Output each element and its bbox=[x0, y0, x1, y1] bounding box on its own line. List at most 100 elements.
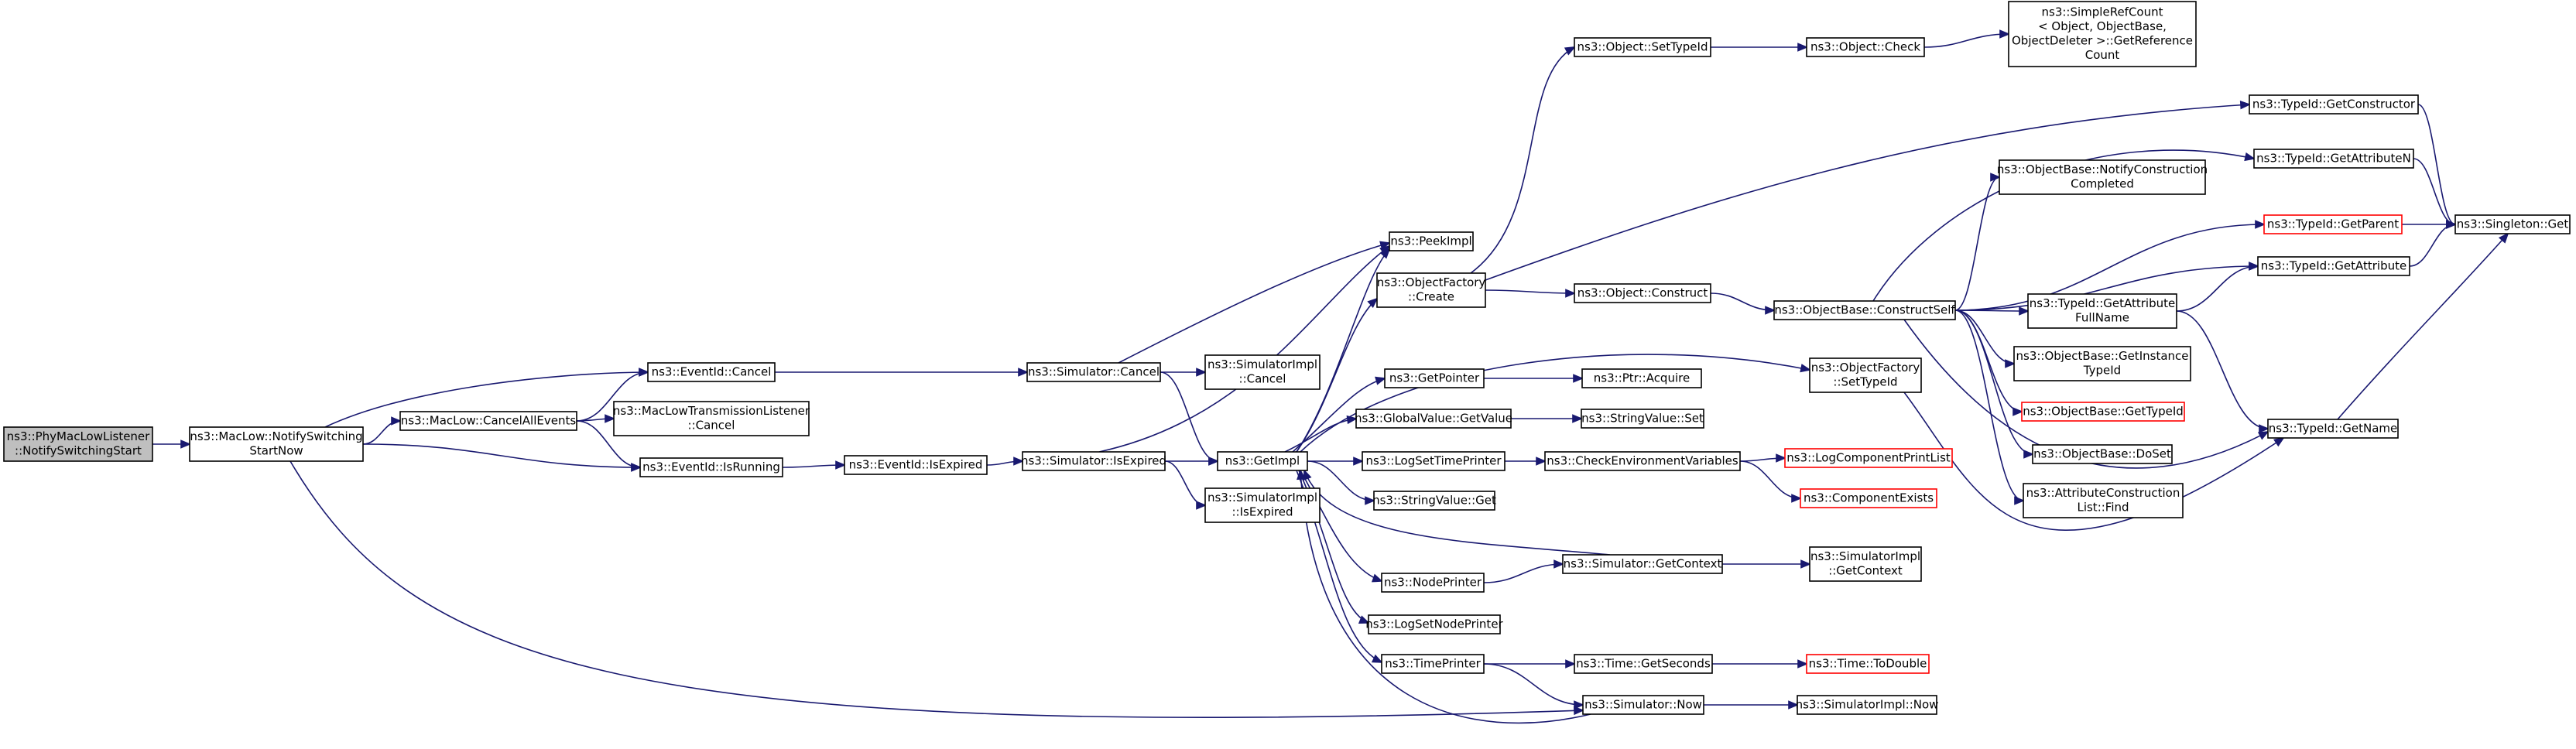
node-simplerefcount[interactable]: ns3::SimpleRefCount< Object, ObjectBase,… bbox=[2008, 1, 2197, 67]
node-singletonget[interactable]: ns3::Singleton::Get bbox=[2454, 214, 2571, 234]
node-objconstruct[interactable]: ns3::Object::Construct bbox=[1574, 283, 1711, 303]
node-simgetcontext[interactable]: ns3::Simulator::GetContext bbox=[1562, 554, 1723, 574]
edge-line bbox=[2417, 104, 2456, 225]
node-tidgetname[interactable]: ns3::TypeId::GetName bbox=[2267, 419, 2399, 439]
edge-evcancel-to-simcancel bbox=[775, 368, 1029, 377]
node-simimplisexpired[interactable]: ns3::SimulatorImpl::IsExpired bbox=[1204, 487, 1321, 523]
node-cancelall[interactable]: ns3::MacLow::CancelAllEvents bbox=[399, 411, 577, 431]
node-box bbox=[647, 362, 776, 382]
node-obconstructself[interactable]: ns3::ObjectBase::ConstructSelf bbox=[1773, 300, 1956, 320]
node-label: ns3::Ptr::Acquire bbox=[1594, 371, 1690, 385]
node-tidgetconstructor[interactable]: ns3::TypeId::GetConstructor bbox=[2249, 94, 2419, 115]
node-logcomplist[interactable]: ns3::LogComponentPrintList bbox=[1784, 448, 1953, 468]
node-logsetnode[interactable]: ns3::LogSetNodePrinter bbox=[1365, 614, 1504, 634]
edge-line bbox=[1292, 378, 1386, 453]
edge-getimpl-to-ofcreate bbox=[1296, 297, 1379, 453]
node-checkenv[interactable]: ns3::CheckEnvironmentVariables bbox=[1544, 451, 1741, 471]
node-label: ns3::ComponentExists bbox=[1804, 491, 1934, 504]
edge-simisexpired-to-getimpl bbox=[1164, 457, 1220, 466]
node-label: ns3::SimulatorImpl bbox=[1208, 491, 1317, 504]
arrowhead bbox=[180, 439, 192, 449]
node-gvgetvalue[interactable]: ns3::GlobalValue::GetValue bbox=[1355, 409, 1512, 429]
node-timetodouble[interactable]: ns3::Time::ToDouble bbox=[1806, 654, 1930, 674]
arrowhead bbox=[1564, 46, 1576, 56]
call-nodes: ns3::PhyMacLowListener::NotifySwitchingS… bbox=[3, 1, 2571, 715]
node-box bbox=[1574, 37, 1711, 57]
node-getpointer[interactable]: ns3::GetPointer bbox=[1384, 368, 1485, 388]
node-objcheck[interactable]: ns3::Object::Check bbox=[1806, 37, 1925, 57]
edge-evisexpired-to-simisexpired bbox=[986, 457, 1025, 466]
node-box bbox=[1797, 695, 1937, 715]
edge-line bbox=[1303, 470, 1611, 556]
node-objsettypeid[interactable]: ns3::Object::SetTypeId bbox=[1574, 37, 1711, 57]
edge-line bbox=[1954, 310, 2015, 364]
node-timegetseconds[interactable]: ns3::Time::GetSeconds bbox=[1574, 654, 1713, 674]
edge-nodeprinter-to-simgetcontext bbox=[1483, 559, 1565, 583]
edge-line bbox=[1483, 663, 1584, 706]
node-simimplgetcontext[interactable]: ns3::SimulatorImpl::GetContext bbox=[1809, 546, 1922, 582]
edge-tidgetattr-to-singletonget bbox=[2409, 220, 2458, 267]
node-root[interactable]: ns3::PhyMacLowListener::NotifySwitchingS… bbox=[3, 426, 153, 462]
arrowhead bbox=[1800, 364, 1812, 373]
arrowhead bbox=[2005, 359, 2016, 368]
arrowhead bbox=[1573, 374, 1584, 383]
edge-line bbox=[289, 460, 1584, 719]
arrowhead bbox=[1797, 659, 1809, 669]
arrowhead bbox=[1565, 659, 1577, 669]
node-mltlcancel[interactable]: ns3::MacLowTransmissionListener::Cancel bbox=[613, 401, 810, 436]
node-svset[interactable]: ns3::StringValue::Set bbox=[1581, 409, 1704, 429]
arrowhead bbox=[1574, 706, 1585, 716]
node-simisexpired[interactable]: ns3::Simulator::IsExpired bbox=[1021, 451, 1166, 471]
arrowhead bbox=[2255, 220, 2266, 229]
node-isrunning[interactable]: ns3::EventId::IsRunning bbox=[639, 457, 783, 477]
node-simimplcancel[interactable]: ns3::SimulatorImpl::Cancel bbox=[1204, 354, 1321, 390]
edge-root-to-notify bbox=[152, 439, 192, 449]
node-tidgetattrn[interactable]: ns3::TypeId::GetAttributeN bbox=[2253, 149, 2414, 169]
node-evisexpired[interactable]: ns3::EventId::IsExpired bbox=[844, 455, 988, 475]
node-simcancel[interactable]: ns3::Simulator::Cancel bbox=[1026, 362, 1161, 382]
node-ofsettypeid[interactable]: ns3::ObjectFactory::SetTypeId bbox=[1809, 357, 1922, 393]
edge-timeprinter-to-timegetseconds bbox=[1483, 659, 1577, 669]
node-simimplnow[interactable]: ns3::SimulatorImpl::Now bbox=[1796, 695, 1939, 715]
node-getimpl[interactable]: ns3::GetImpl bbox=[1217, 451, 1308, 471]
node-timeprinter[interactable]: ns3::TimePrinter bbox=[1381, 654, 1485, 674]
arrowhead bbox=[1367, 297, 1379, 309]
node-ptracquire[interactable]: ns3::Ptr::Acquire bbox=[1581, 368, 1702, 388]
node-label: ns3::Time::ToDouble bbox=[1809, 656, 1927, 670]
node-logsettime[interactable]: ns3::LogSetTimePrinter bbox=[1362, 451, 1506, 471]
node-obdoset[interactable]: ns3::ObjectBase::DoSet bbox=[2032, 444, 2173, 464]
node-box bbox=[2253, 149, 2414, 169]
node-box bbox=[2263, 214, 2403, 234]
edge-line bbox=[576, 371, 649, 422]
node-box bbox=[1809, 546, 1922, 582]
node-simnow[interactable]: ns3::Simulator::Now bbox=[1582, 695, 1704, 715]
node-obgettypeid[interactable]: ns3::ObjectBase::GetTypeId bbox=[2021, 402, 2185, 422]
node-peekimpl[interactable]: ns3::PeekImpl bbox=[1389, 231, 1474, 251]
edge-ofcreate-to-tidgetconstructor bbox=[1485, 101, 2252, 281]
node-label: ns3::ObjectFactory bbox=[1811, 361, 1920, 374]
node-evcancel[interactable]: ns3::EventId::Cancel bbox=[647, 362, 776, 382]
node-obnotifyconstr[interactable]: ns3::ObjectBase::NotifyConstructionCompl… bbox=[1997, 159, 2208, 195]
node-ofcreate[interactable]: ns3::ObjectFactory::Create bbox=[1376, 272, 1486, 308]
node-box bbox=[2032, 444, 2173, 464]
node-svget[interactable]: ns3::StringValue::Get bbox=[1372, 491, 1496, 511]
node-label: ns3::TypeId::GetName bbox=[2269, 421, 2397, 435]
arrowhead bbox=[1379, 241, 1392, 250]
node-compexists[interactable]: ns3::ComponentExists bbox=[1800, 488, 1937, 508]
arrowhead bbox=[2014, 496, 2026, 505]
node-box bbox=[1368, 614, 1501, 634]
node-box bbox=[1026, 362, 1161, 382]
node-box bbox=[639, 457, 783, 477]
arrowhead bbox=[1346, 415, 1358, 425]
node-nodeprinter[interactable]: ns3::NodePrinter bbox=[1381, 573, 1485, 593]
arrowhead bbox=[1371, 654, 1383, 663]
arrowhead bbox=[1379, 248, 1391, 259]
node-tidgetparent[interactable]: ns3::TypeId::GetParent bbox=[2263, 214, 2403, 234]
edge-line bbox=[1954, 310, 2023, 412]
node-tidgetattr[interactable]: ns3::TypeId::GetAttribute bbox=[2257, 256, 2410, 276]
node-box bbox=[1355, 409, 1512, 429]
